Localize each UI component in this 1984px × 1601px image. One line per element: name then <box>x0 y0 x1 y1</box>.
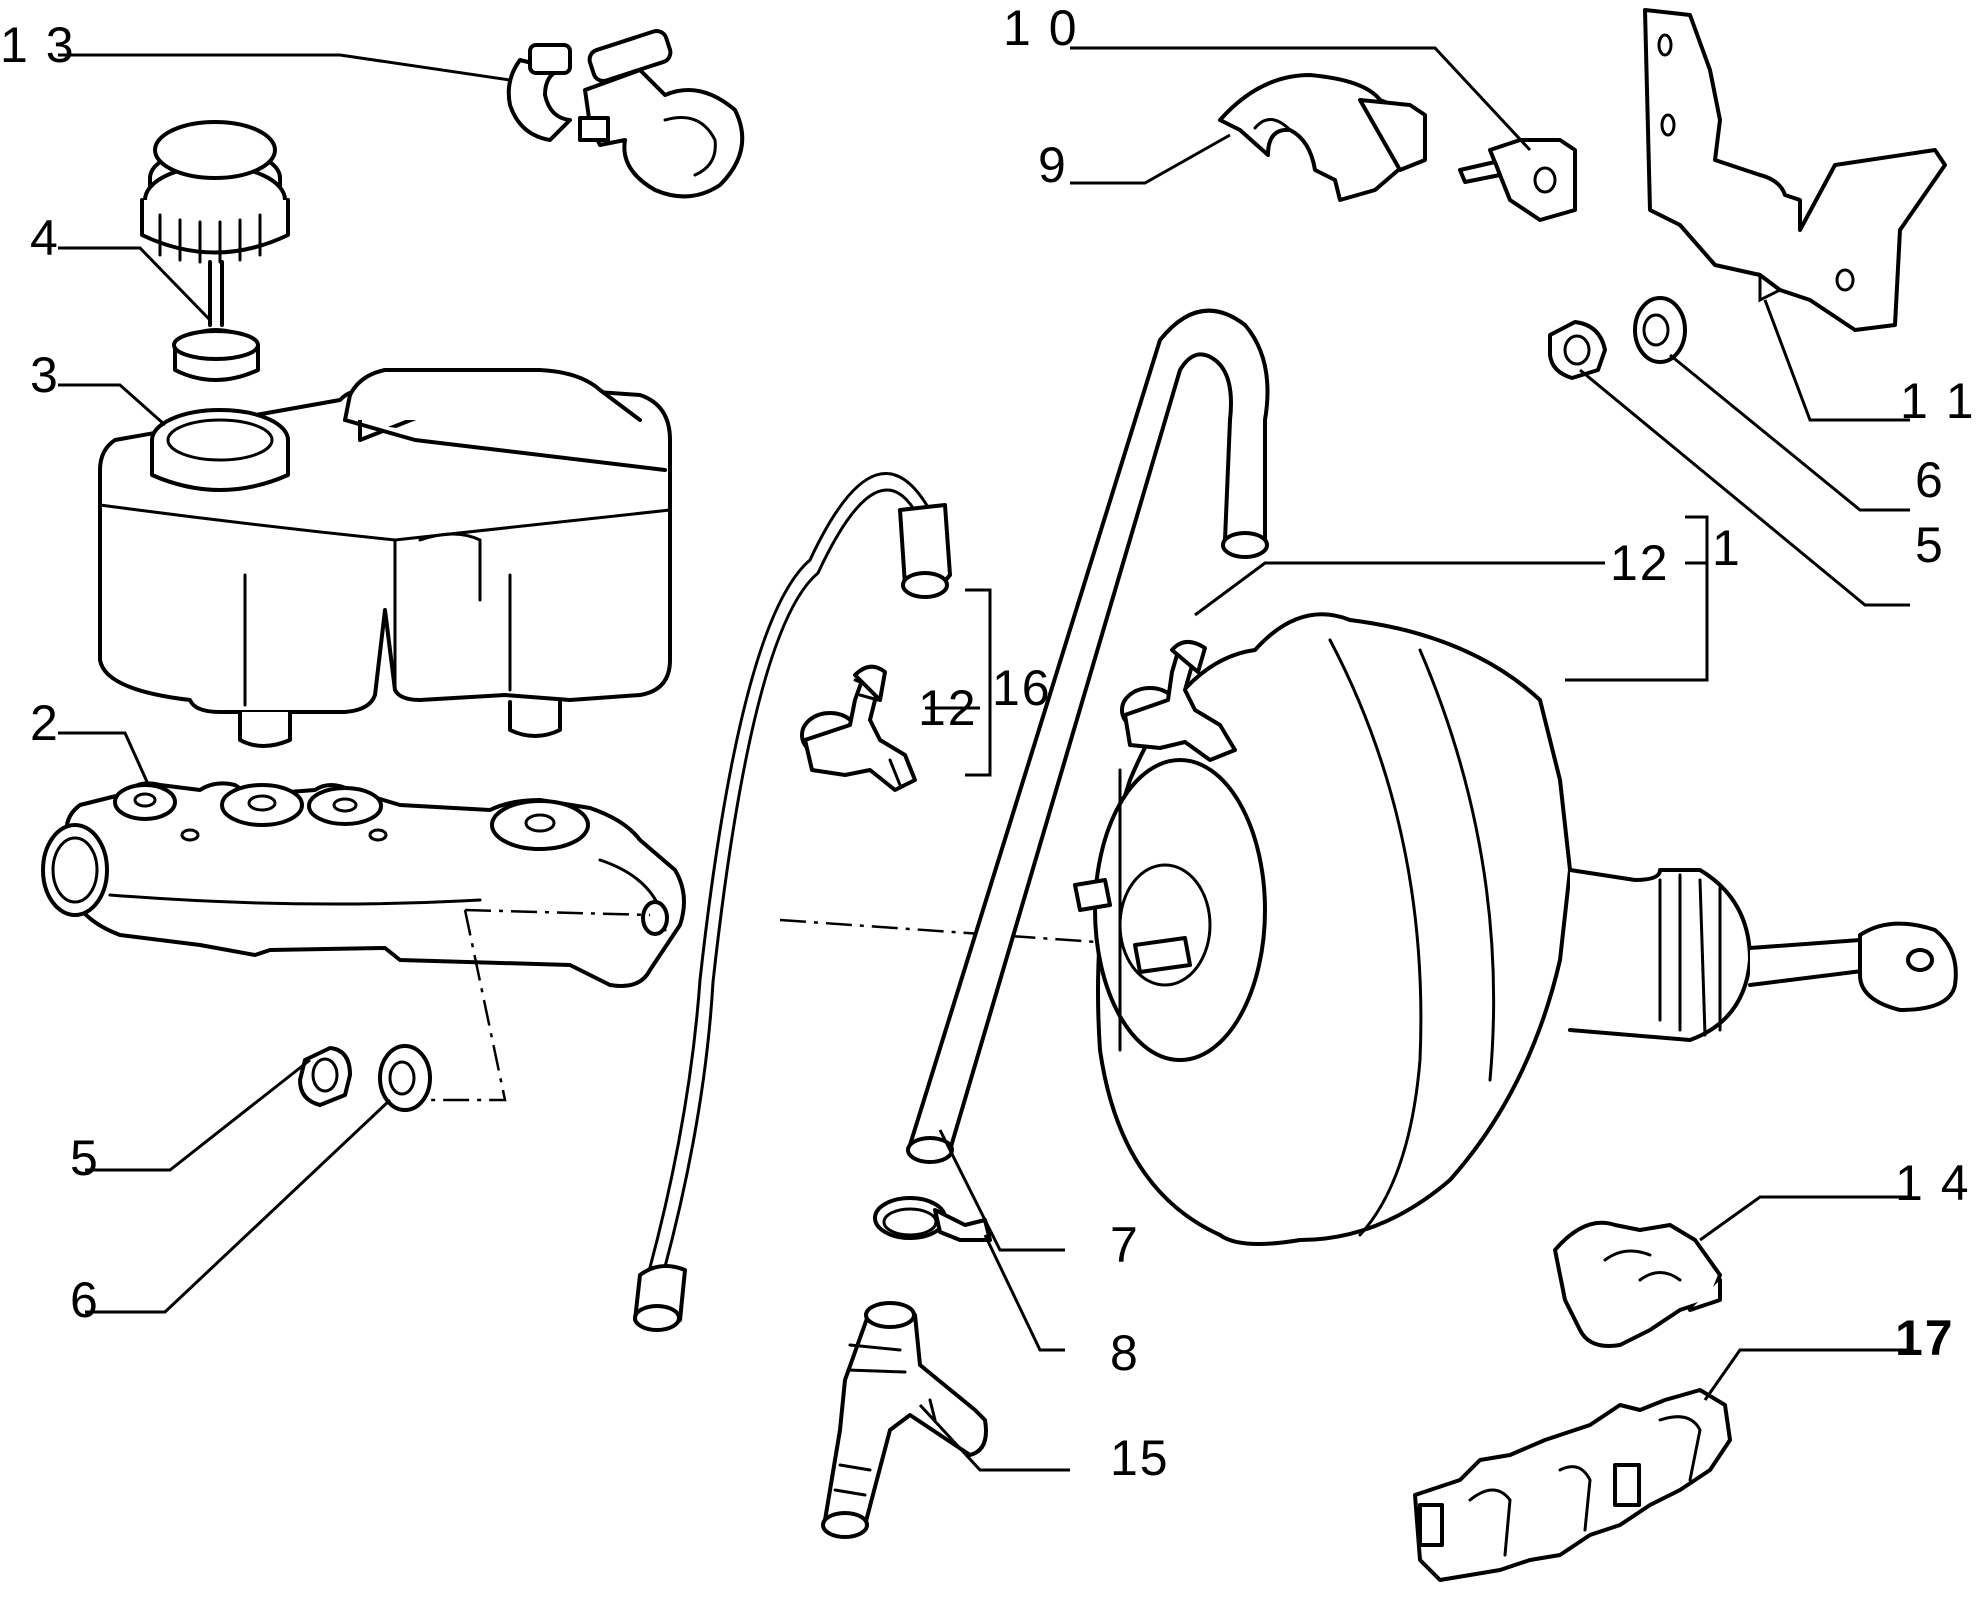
mounting-bracket-part-11 <box>1643 8 1947 332</box>
callout-16: 16 <box>992 660 1052 716</box>
callout-labels: 1 3 4 3 2 5 6 1 0 9 1 1 6 5 12 1 16 12 7… <box>0 0 1976 1486</box>
callout-5-right: 5 <box>1915 517 1945 573</box>
washer-part-6-left <box>378 1044 432 1112</box>
callout-1: 1 <box>1712 520 1742 576</box>
callout-6-right: 6 <box>1915 452 1945 508</box>
callout-17: 17 <box>1895 1310 1955 1366</box>
callout-3: 3 <box>30 347 60 403</box>
callout-15: 15 <box>1110 1430 1170 1486</box>
callout-6-left: 6 <box>70 1272 100 1328</box>
nut-part-5-left <box>298 1046 352 1107</box>
callout-2: 2 <box>30 695 60 751</box>
leader-lines <box>58 46 1910 1472</box>
group-bracket-16 <box>965 588 992 777</box>
nut-part-5-right <box>1548 320 1607 380</box>
callout-11: 1 1 <box>1900 373 1976 429</box>
elbow-fitting-part-12-middle <box>800 664 917 792</box>
hose-clip-part-13 <box>506 29 745 199</box>
master-cylinder-part-2 <box>41 781 686 988</box>
callout-13: 1 3 <box>0 17 76 73</box>
washer-part-6-right <box>1633 296 1687 364</box>
double-clip-part-17 <box>1413 1388 1732 1582</box>
assembly-line-cylinder-to-nuts <box>430 908 651 1102</box>
vacuum-hose-part-7 <box>906 308 1270 1164</box>
reservoir-cap-part-4 <box>140 120 290 382</box>
hose-clip-part-10 <box>1458 138 1577 222</box>
callout-12-middle: 12 <box>918 680 978 736</box>
tee-connector-part-15 <box>821 1301 988 1539</box>
hose-clamp-part-8 <box>873 1196 992 1242</box>
hose-clip-part-14 <box>1553 1220 1722 1348</box>
callout-9: 9 <box>1038 137 1068 193</box>
callout-8: 8 <box>1110 1325 1140 1381</box>
callout-5-left: 5 <box>70 1130 100 1186</box>
callout-7: 7 <box>1110 1217 1140 1273</box>
callout-10: 1 0 <box>1003 0 1079 56</box>
vacuum-hose-part-16 <box>633 472 952 1332</box>
callout-4: 4 <box>30 210 60 266</box>
hose-clip-part-9 <box>1218 73 1427 202</box>
assembly-line-cylinder-to-booster <box>779 918 1141 947</box>
brake-booster-part-1 <box>1073 612 1958 1246</box>
callout-14: 1 4 <box>1895 1155 1971 1211</box>
fluid-reservoir-part-3 <box>98 368 672 748</box>
callout-12-top: 12 <box>1610 535 1670 591</box>
